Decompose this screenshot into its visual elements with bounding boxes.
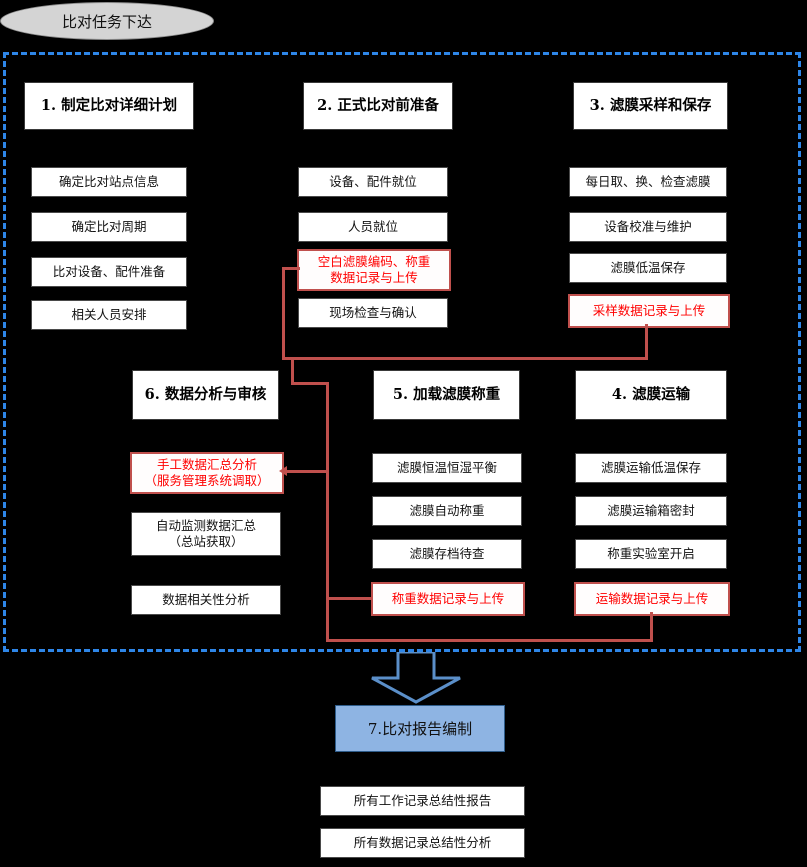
phase-4-step-1[interactable]: 滤膜运输低温保存 <box>575 453 727 483</box>
phase-1-step-3-label: 比对设备、配件准备 <box>52 263 166 279</box>
phase-4-step-2-label: 滤膜运输箱密封 <box>607 502 695 518</box>
phase-1-step-1[interactable]: 确定比对站点信息 <box>31 167 187 197</box>
phase-2-step-1[interactable]: 设备、配件就位 <box>298 167 448 197</box>
phase-2-step-1-label: 设备、配件就位 <box>329 173 417 189</box>
report-header-7[interactable]: 7.比对报告编制 <box>335 705 505 752</box>
phase-header-5[interactable]: 5. 加载滤膜称重 <box>373 370 520 420</box>
connector-bus-left-drop <box>291 357 294 385</box>
phase-header-3-label: 3. 滤膜采样和保存 <box>589 96 712 114</box>
phase-4-step-3[interactable]: 称重实验室开启 <box>575 539 727 569</box>
phase-1-step-4-label: 相关人员安排 <box>71 306 147 322</box>
phase-3-step-2-label: 设备校准与维护 <box>604 218 692 234</box>
connector-main-spine <box>326 382 329 640</box>
phase-5-step-3[interactable]: 滤膜存档待查 <box>372 539 522 569</box>
phase-header-3[interactable]: 3. 滤膜采样和保存 <box>573 82 728 130</box>
phase-2-step-3-label: 空白滤膜编码、称重 数据记录与上传 <box>317 253 431 285</box>
phase-4-step-3-label: 称重实验室开启 <box>607 545 695 561</box>
phase-6-step-2[interactable]: 自动监测数据汇总 （总站获取） <box>131 512 281 556</box>
phase-3-step-1-label: 每日取、换、检查滤膜 <box>585 173 711 189</box>
phase-3-step-4-label: 采样数据记录与上传 <box>592 302 706 318</box>
connector-bus-upper <box>282 357 648 360</box>
report-step-2[interactable]: 所有数据记录总结性分析 <box>320 828 525 858</box>
phase-1-step-4[interactable]: 相关人员安排 <box>31 300 187 330</box>
connector-to-manual-analysis <box>285 470 327 473</box>
connector-bus-bottom <box>326 639 653 642</box>
process-boundary-frame <box>3 52 801 652</box>
phase-header-4[interactable]: 4. 滤膜运输 <box>575 370 727 420</box>
connector-sampling-down <box>645 324 648 360</box>
phase-1-step-1-label: 确定比对站点信息 <box>58 173 159 189</box>
phase-4-step-4-label: 运输数据记录与上传 <box>595 590 709 606</box>
phase-1-step-2-label: 确定比对周期 <box>71 218 147 234</box>
phase-header-5-label: 5. 加载滤膜称重 <box>392 385 501 403</box>
start-node-label: 比对任务下达 <box>61 12 152 31</box>
report-step-1-label: 所有工作记录总结性报告 <box>353 792 492 808</box>
phase-3-step-1[interactable]: 每日取、换、检查滤膜 <box>569 167 727 197</box>
phase-header-1[interactable]: 1. 制定比对详细计划 <box>24 82 194 130</box>
phase-header-6[interactable]: 6. 数据分析与审核 <box>132 370 279 420</box>
phase-6-step-2-label: 自动监测数据汇总 （总站获取） <box>155 517 256 549</box>
arrowhead-to-manual-analysis <box>279 466 287 476</box>
phase-3-step-3[interactable]: 滤膜低温保存 <box>569 253 727 283</box>
phase-2-step-4[interactable]: 现场检查与确认 <box>298 298 448 328</box>
report-step-1[interactable]: 所有工作记录总结性报告 <box>320 786 525 816</box>
phase-header-2[interactable]: 2. 正式比对前准备 <box>303 82 453 130</box>
phase-5-step-1-label: 滤膜恒温恒湿平衡 <box>396 459 497 475</box>
phase-6-step-1[interactable]: 手工数据汇总分析 （服务管理系统调取） <box>130 452 284 494</box>
phase-header-6-label: 6. 数据分析与审核 <box>144 385 267 403</box>
report-step-2-label: 所有数据记录总结性分析 <box>353 834 492 850</box>
phase-5-step-2[interactable]: 滤膜自动称重 <box>372 496 522 526</box>
connector-transport-down <box>650 612 653 642</box>
phase-header-4-label: 4. 滤膜运输 <box>611 385 691 403</box>
phase-5-step-2-label: 滤膜自动称重 <box>409 502 485 518</box>
phase-5-step-3-label: 滤膜存档待查 <box>409 545 485 561</box>
phase-6-step-1-label: 手工数据汇总分析 （服务管理系统调取） <box>144 456 270 488</box>
phase-3-step-3-label: 滤膜低温保存 <box>610 259 686 275</box>
phase-5-step-1[interactable]: 滤膜恒温恒湿平衡 <box>372 453 522 483</box>
phase-2-step-4-label: 现场检查与确认 <box>329 304 417 320</box>
connector-bus-left-turn <box>291 382 329 385</box>
phase-5-step-4-label: 称重数据记录与上传 <box>391 590 505 606</box>
connector-blankfilter-stub <box>282 267 300 270</box>
phase-5-step-4[interactable]: 称重数据记录与上传 <box>371 582 525 616</box>
flow-arrow-to-report <box>368 650 464 704</box>
connector-to-weighing-record <box>326 597 372 600</box>
report-header-7-label: 7.比对报告编制 <box>367 720 473 738</box>
phase-4-step-1-label: 滤膜运输低温保存 <box>600 459 701 475</box>
phase-header-1-label: 1. 制定比对详细计划 <box>40 96 178 114</box>
phase-3-step-4[interactable]: 采样数据记录与上传 <box>568 294 730 328</box>
phase-1-step-3[interactable]: 比对设备、配件准备 <box>31 257 187 287</box>
phase-6-step-3-label: 数据相关性分析 <box>162 591 250 607</box>
phase-6-step-3[interactable]: 数据相关性分析 <box>131 585 281 615</box>
phase-2-step-2-label: 人员就位 <box>347 218 398 234</box>
phase-header-2-label: 2. 正式比对前准备 <box>317 96 439 114</box>
phase-1-step-2[interactable]: 确定比对周期 <box>31 212 187 242</box>
phase-4-step-4[interactable]: 运输数据记录与上传 <box>574 582 730 616</box>
phase-2-step-3[interactable]: 空白滤膜编码、称重 数据记录与上传 <box>297 249 451 291</box>
phase-4-step-2[interactable]: 滤膜运输箱密封 <box>575 496 727 526</box>
start-node-task-issued: 比对任务下达 <box>0 2 214 40</box>
phase-3-step-2[interactable]: 设备校准与维护 <box>569 212 727 242</box>
connector-blankfilter-vertical <box>282 268 285 360</box>
phase-2-step-2[interactable]: 人员就位 <box>298 212 448 242</box>
